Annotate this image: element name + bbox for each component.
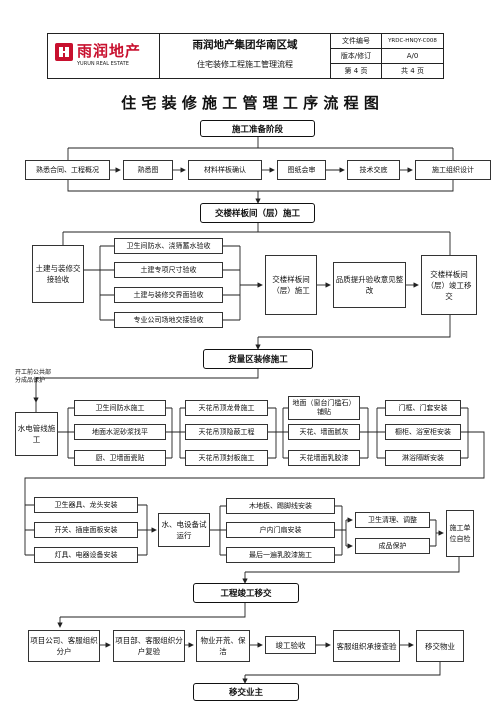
prep-material-sample: 材料样板确认: [188, 160, 262, 180]
stage-owner-handover: 移交业主: [193, 683, 299, 701]
stage-preparation: 施工准备阶段: [200, 120, 315, 137]
mass-col1-leveling: 地面水泥砂浆找平: [74, 424, 166, 440]
meta-label-doc-no: 文件编号: [342, 37, 370, 45]
mass-col3-putty: 天花、墙面腻灰: [288, 424, 360, 440]
document-header: 雨润地产 YURUN REAL ESTATE 雨润地产集团华南区域 住宅装修工程…: [47, 33, 444, 79]
logo-mark-icon: [55, 43, 73, 61]
sample-completion: 交楼样板间（层）竣工移交: [421, 255, 477, 315]
prep-drawing-review: 图纸会审: [277, 160, 326, 180]
mass-finish-wood-floor: 木地板、踢脚线安装: [226, 498, 335, 514]
handover-to-property: 移交物业: [416, 630, 464, 662]
prep-construction-plan: 施工组织设计: [415, 160, 491, 180]
prep-contract: 熟悉合同、工程概况: [25, 160, 110, 180]
mass-col2-concealed: 天花吊顶隐蔽工程: [185, 424, 268, 440]
mass-col1-waterproof: 卫生间防水施工: [74, 400, 166, 416]
stage-sample-unit: 交楼样板间（层）施工: [200, 203, 315, 223]
sample-check-dimensions: 土建专项尺寸验收: [114, 262, 223, 278]
mass-equipment-test: 水、电设备试运行: [158, 513, 210, 547]
sample-check-interface: 土建与装修交界面验收: [114, 287, 223, 303]
handover-completion-acceptance: 竣工验收: [265, 636, 316, 654]
prep-drawings: 熟悉图: [123, 160, 173, 180]
mass-product-protection: 成品保护: [355, 538, 430, 554]
meta-value-doc-no: YRDC-HNQY-C008: [388, 38, 437, 44]
logo: 雨润地产 YURUN REAL ESTATE: [48, 34, 160, 78]
mass-cleaning: 卫生清理、调整: [355, 512, 430, 528]
sample-check-site-handover: 专业公司场地交接验收: [114, 312, 223, 328]
handover-property-cleaning: 物业开荒、保洁: [196, 630, 250, 662]
logo-name-cn: 雨润地产: [77, 42, 142, 60]
mass-col4-shower: 淋浴隔断安装: [385, 450, 461, 466]
sample-construction: 交楼样板间（层）施工: [265, 255, 317, 315]
meta-label-page: 第 4 页: [344, 67, 368, 75]
mass-col3-floor-stone: 地面（窗台门槛石）铺贴: [288, 396, 360, 420]
mass-col3-latex-paint: 天花墙面乳胶漆: [288, 450, 360, 466]
mass-col2-boarding: 天花吊顶封板施工: [185, 450, 268, 466]
meta-value-version: A/0: [406, 52, 419, 60]
company-name: 雨润地产集团华南区域: [192, 39, 298, 51]
mass-col2-keel: 天花吊顶龙骨施工: [185, 400, 268, 416]
mass-utility-pipes: 水电管线施工: [15, 412, 58, 456]
page-title: 住 宅 装 修 施 工 管 理 工 序 流 程 图: [121, 94, 379, 112]
sample-handover-inspection: 土建与装修交接验收: [32, 245, 84, 303]
mass-finish-final-paint: 最后一遍乳胶漆施工: [226, 547, 335, 563]
meta-label-version: 版本/修订: [340, 52, 372, 60]
mass-col4-cabinets: 橱柜、浴室柜安装: [385, 424, 461, 440]
handover-service-inspection: 客服组织承接查验: [333, 630, 400, 662]
meta-value-page: 共 4 页: [401, 67, 424, 75]
mass-self-inspection: 施工单位自检: [446, 510, 474, 557]
sample-check-waterproof: 卫生间防水、浇筛蓄水验收: [114, 238, 223, 254]
handover-unit-division: 项目公司、客服组织分户: [28, 630, 100, 662]
stage-completion-handover: 工程竣工移交: [193, 583, 299, 603]
mass-col4-door-frame: 门框、门套安装: [385, 400, 461, 416]
mass-protection-note: 开工前公共部分成品保护: [15, 369, 52, 384]
mass-install-lighting: 灯具、电器设备安装: [34, 547, 138, 563]
mass-finish-doors: 户内门扇安装: [226, 522, 335, 538]
mass-install-sanitary: 卫生器具、龙头安装: [34, 497, 138, 513]
mass-col1-tiling: 厨、卫墙面瓷贴: [74, 450, 166, 466]
handover-recheck: 项目部、客服组织分户复验: [113, 630, 185, 662]
stage-mass-construction: 货量区装修施工: [203, 349, 313, 369]
prep-technical-briefing: 技术交底: [347, 160, 400, 180]
sample-quality-improvement: 品质提升验收意见整改: [333, 262, 406, 308]
document-name: 住宅装修工程施工管理流程: [197, 60, 293, 69]
logo-name-en: YURUN REAL ESTATE: [77, 61, 129, 67]
mass-install-switches: 开关、插座面板安装: [34, 522, 138, 538]
